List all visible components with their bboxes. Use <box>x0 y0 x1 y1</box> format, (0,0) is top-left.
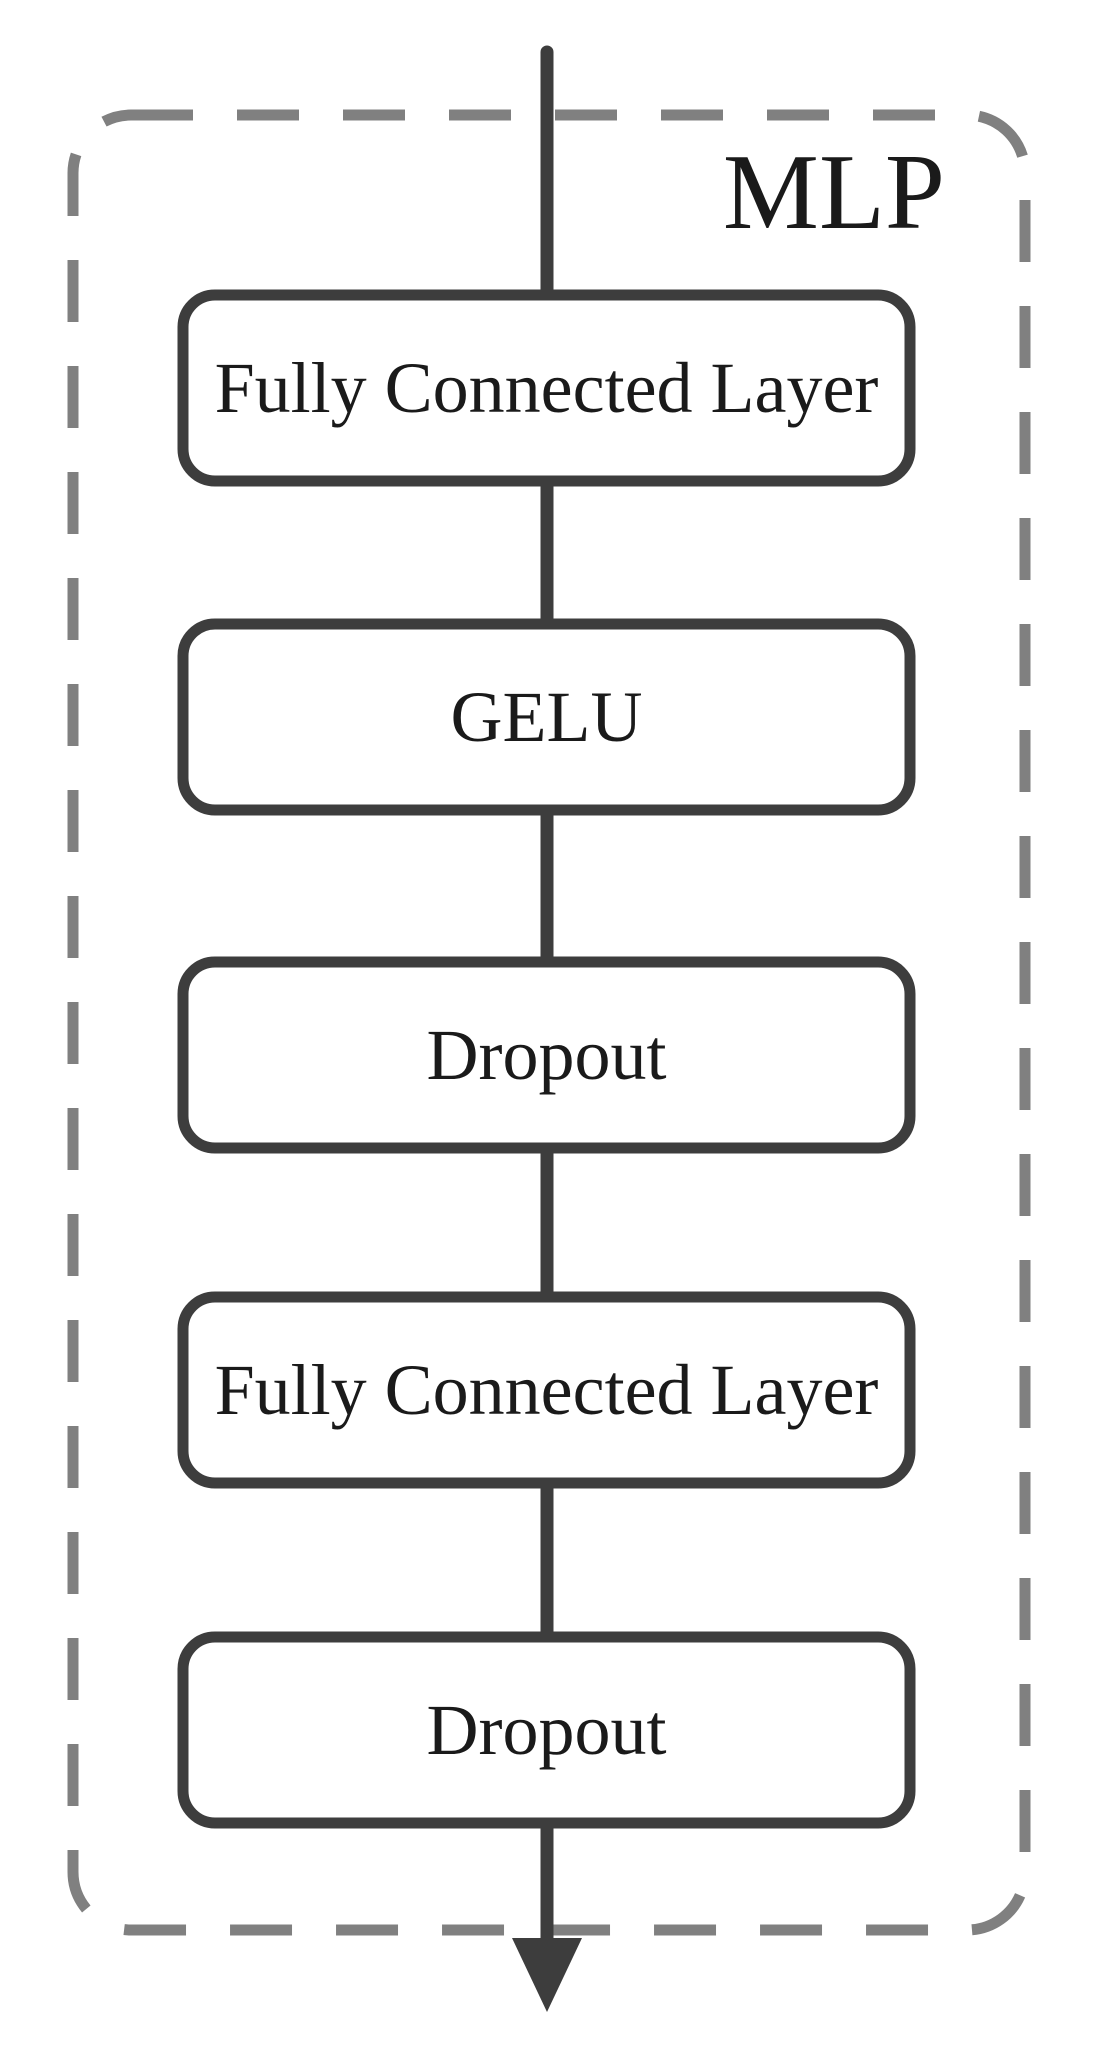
node-box-dropout2[interactable] <box>177 1631 916 1829</box>
mlp-group-title: MLP <box>722 133 945 252</box>
node-label-gelu: GELU <box>450 677 643 757</box>
node-label-dropout1: Dropout <box>426 1015 667 1095</box>
node-box-gelu[interactable] <box>177 618 916 816</box>
node-box-fc1[interactable] <box>177 289 916 487</box>
node-label-dropout2: Dropout <box>426 1690 667 1770</box>
node-box-fc2[interactable] <box>177 1291 916 1489</box>
node-label-fc1: Fully Connected Layer <box>214 348 879 428</box>
node-label-fc2: Fully Connected Layer <box>214 1350 879 1430</box>
output-arrowhead-icon <box>512 1938 582 2012</box>
node-box-dropout1[interactable] <box>177 956 916 1154</box>
